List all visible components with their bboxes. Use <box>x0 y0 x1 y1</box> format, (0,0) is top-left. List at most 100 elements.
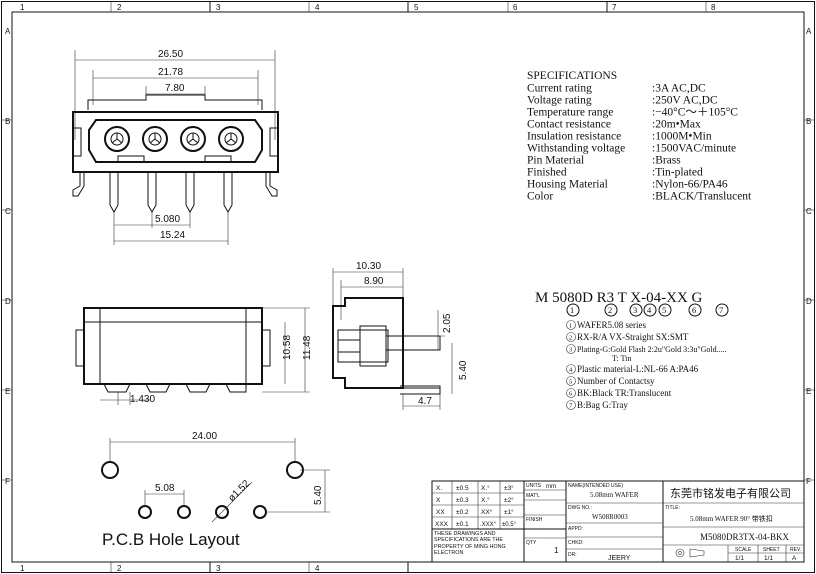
rev-value: A <box>792 555 797 562</box>
front-view: 26.50 21.78 7.80 <box>72 49 279 245</box>
col-label: 2 <box>117 3 122 12</box>
property-note: THESE DRAWINGS AND SPECIFICATIONS ARE TH… <box>434 531 506 557</box>
title-block: X. ±0.5 X.° ±3° X ±0.3 X.° ±2° XX ±0.2 X… <box>431 480 805 563</box>
note-text: T: Tin <box>612 354 631 363</box>
tol-b: ±0.2 <box>456 509 469 516</box>
col-label: 6 <box>513 3 518 12</box>
sheet-value: 1/1 <box>764 555 773 562</box>
pin-hole-1 <box>138 505 152 519</box>
code-circle: 5 <box>662 305 666 315</box>
dim-pin-span: 15.24 <box>160 230 185 241</box>
spec-value: :1000M•Min <box>652 131 712 143</box>
contact-1 <box>104 126 130 152</box>
scale-label: SCALE <box>735 547 752 553</box>
spec-value: :3A AC,DC <box>652 83 706 95</box>
dr-value: JEERY <box>608 555 631 562</box>
row-label: F <box>5 477 10 486</box>
pin-hole-2 <box>177 505 191 519</box>
tol-a: XX <box>436 509 445 516</box>
dim-height: 10.58 <box>282 335 293 360</box>
col-label: 1 <box>20 3 25 12</box>
note-text: BK:Black TR:Translucent <box>577 388 672 398</box>
part-code: M 5080D R3 T X-04-XX G 1 2 3 4 5 6 7 1 W… <box>535 290 729 410</box>
note-text: Plating-G:Gold Flash 2:2u"Gold 3:3u"Gold… <box>577 345 727 354</box>
dim-width-inner: 8.90 <box>364 276 384 287</box>
dim-height-total: 11.48 <box>302 335 313 360</box>
tol-b: ±0.5 <box>456 485 469 492</box>
tol-a: X <box>436 497 441 504</box>
code-circle: 2 <box>608 305 612 315</box>
spec-value: :Tin-plated <box>652 167 703 179</box>
col-label: 3 <box>216 3 221 12</box>
dim-total-width: 26.50 <box>158 49 183 60</box>
row-label: D <box>806 297 812 306</box>
code-circle: 6 <box>692 305 696 315</box>
part-code-string: M 5080D R3 T X-04-XX G <box>535 290 703 306</box>
qty-label: QTY <box>526 540 537 546</box>
code-circle: 4 <box>647 305 652 315</box>
col-label: 1 <box>20 564 25 573</box>
dim-bottom: 1.430 <box>130 394 155 405</box>
col-label: 4 <box>315 564 320 573</box>
appd-label: APPD: <box>568 526 583 532</box>
spec-label: Voltage rating <box>527 95 592 107</box>
spec-label: Contact resistance <box>527 119 611 131</box>
spec-value: :Nylon-66/PA46 <box>652 179 728 191</box>
spec-value: :250V AC,DC <box>652 95 718 107</box>
dim-inner-width: 21.78 <box>158 67 183 78</box>
spec-label: Withstanding voltage <box>527 143 625 155</box>
note-number: 1 <box>569 323 572 330</box>
row-label: E <box>806 387 811 396</box>
row-label: A <box>806 27 812 36</box>
note-number: 7 <box>569 403 573 410</box>
scale-value: 1/1 <box>735 555 744 562</box>
spec-heading: SPECIFICATIONS <box>527 70 617 82</box>
dwg-value: W508R0003 <box>592 513 628 521</box>
title-label: TITLE: <box>665 505 680 511</box>
spec-value: :Brass <box>652 155 681 167</box>
dim-hole-dia: ø1.52 <box>226 478 252 504</box>
row-label: D <box>5 297 11 306</box>
code-notes: 1 WAFER5.08 series 2 RX-R/A VX-Straight … <box>566 320 727 410</box>
pin-hole-3 <box>215 505 229 519</box>
pcb-hole-layout: 24.00 5.08 ø1.52 5.40 P.C.B Hole Layout <box>101 431 330 549</box>
right-view: 10.30 8.90 2.05 5.40 4.7 <box>332 261 469 410</box>
name-value: 5.08mm WAFER <box>590 491 639 499</box>
rev-label: REV. <box>790 547 801 553</box>
row-label: B <box>806 117 811 126</box>
spec-label: Housing Material <box>527 179 608 191</box>
dr-label: DR: <box>568 552 577 558</box>
specifications: SPECIFICATIONS Current rating :3A AC,DC … <box>527 70 752 203</box>
note-number: 3 <box>569 347 572 354</box>
code-circle: 1 <box>570 305 574 315</box>
pin-hole-4 <box>253 505 267 519</box>
note-text: WAFER5.08 series <box>577 320 646 330</box>
spec-label: Current rating <box>527 83 592 95</box>
tol-b: ±0.3 <box>456 497 469 504</box>
company-name: 东莞市铭发电子有限公司 <box>670 486 791 500</box>
spec-label: Insulation resistance <box>527 131 621 143</box>
note-number: 2 <box>569 335 572 342</box>
note-text: Number of Contactsy <box>577 376 655 386</box>
tol-b: ±0.1 <box>456 521 469 528</box>
dim-pcb-offset: 5.40 <box>313 485 324 505</box>
row-label: C <box>806 207 812 216</box>
tol-d: ±2° <box>504 496 514 504</box>
code-circles: 1 2 3 4 5 6 7 <box>566 303 729 317</box>
spec-label: Temperature range <box>527 107 613 119</box>
dim-pin-len: 5.40 <box>458 360 469 380</box>
dim-pin-height: 2.05 <box>442 313 453 333</box>
contact-3 <box>180 126 206 152</box>
tol-d: ±0.5° <box>502 522 517 528</box>
dim-pitch: 5.080 <box>155 214 180 225</box>
col-label: 7 <box>612 3 617 12</box>
tol-d: ±1° <box>504 508 514 516</box>
row-label: F <box>806 477 811 486</box>
name-label: NAME(INTENDED USE) <box>568 483 623 489</box>
tol-a: X. <box>436 485 442 492</box>
tol-d: ±3° <box>504 484 514 492</box>
qty-value: 1 <box>554 546 559 555</box>
tol-c: XX° <box>481 508 493 516</box>
